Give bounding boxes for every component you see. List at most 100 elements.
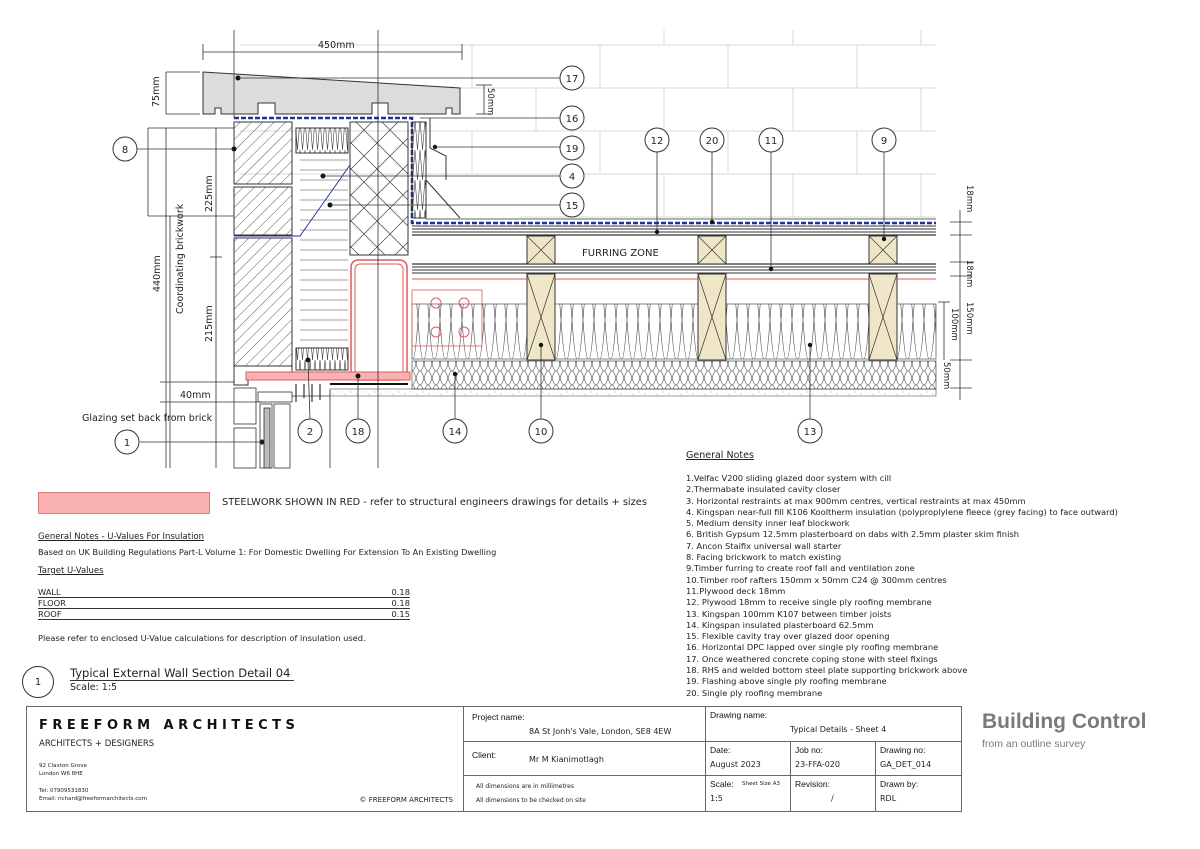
uvalues-title: General Notes - U-Values For Insulation	[38, 532, 205, 542]
dimension-lines	[147, 30, 972, 468]
callout-12: 12	[644, 127, 670, 153]
svg-text:9: 9	[881, 136, 887, 147]
steel-rhs	[245, 259, 483, 381]
svg-text:20: 20	[706, 136, 719, 147]
roof-layers	[412, 218, 936, 280]
callout-8: 8	[112, 136, 138, 162]
uvalues-basis: Based on UK Building Regulations Part-L …	[38, 547, 497, 557]
callout-bubbles: 17 16 19 4 15 8 12 20 11 9 1 2 18 14 10 …	[112, 65, 897, 455]
svg-text:18: 18	[352, 427, 365, 438]
svg-text:19: 19	[566, 144, 579, 155]
svg-text:14: 14	[449, 427, 462, 438]
note-item: 19. Flashing above single ply roofing me…	[686, 676, 887, 687]
note-item: 6. British Gypsum 12.5mm plasterboard on…	[686, 529, 1019, 540]
svg-text:2: 2	[307, 427, 313, 438]
callout-10: 10	[528, 418, 554, 444]
callout-17: 17	[559, 65, 585, 91]
drawn-by-cell: Drawn by: RDL	[880, 779, 919, 803]
svg-text:40mm: 40mm	[180, 390, 211, 401]
svg-text:Glazing set back from brick: Glazing set back from brick	[82, 413, 213, 424]
wall-section-drawing: FURRING ZONE	[82, 30, 974, 469]
svg-text:15: 15	[566, 201, 579, 212]
svg-text:450mm: 450mm	[318, 40, 355, 51]
note-item: 8. Facing brickwork to match existing	[686, 552, 842, 563]
glazing-frame	[233, 387, 331, 469]
general-notes-title: General Notes	[686, 450, 754, 461]
dimensions-note-cell: All dimensions are in millimetres All di…	[463, 776, 706, 811]
note-item: 5. Medium density inner leaf blockwork	[686, 518, 850, 529]
svg-text:13: 13	[804, 427, 817, 438]
svg-text:150mm: 150mm	[964, 302, 974, 335]
drawing-name-cell: Drawing name: Typical Details - Sheet 4	[706, 707, 961, 742]
firm-address: 92 Claxton Grove London W6 8HE	[39, 763, 87, 777]
svg-text:11: 11	[765, 136, 778, 147]
revision-cell: Revision: /	[791, 776, 876, 811]
date-cell: Date: August 2023	[706, 742, 791, 776]
note-item: 2.Thermabate insulated cavity closer	[686, 484, 841, 495]
flashing	[429, 118, 447, 180]
svg-text:4: 4	[569, 172, 575, 183]
note-item: 11.Plywood deck 18mm	[686, 585, 786, 596]
plaster-skim	[329, 388, 937, 397]
svg-text:12: 12	[651, 136, 664, 147]
inner-blockwork	[349, 121, 427, 256]
cavity-tray	[425, 179, 461, 219]
firm-name: FREEFORM ARCHITECTS	[39, 718, 300, 733]
detail-title: Typical External Wall Section Detail 04	[70, 666, 295, 681]
svg-text:10: 10	[535, 427, 548, 438]
svg-text:215mm: 215mm	[204, 305, 215, 342]
callout-11: 11	[758, 127, 784, 153]
svg-text:17: 17	[566, 74, 579, 85]
title-block: FREEFORM ARCHITECTS ARCHITECTS + DESIGNE…	[26, 706, 962, 812]
callout-16: 16	[559, 105, 585, 131]
note-item: 10.Timber roof rafters 150mm x 50mm C24 …	[686, 574, 947, 585]
callout-14: 14	[442, 418, 468, 444]
svg-text:50mm: 50mm	[941, 362, 951, 389]
svg-text:100mm: 100mm	[949, 308, 959, 341]
note-item: 14. Kingspan insulated plasterboard 62.5…	[686, 619, 874, 630]
note-item: 12. Plywood 18mm to receive single ply r…	[686, 597, 932, 608]
callout-20: 20	[699, 127, 725, 153]
svg-text:1: 1	[124, 438, 130, 449]
scale-cell: Scale: Sheet Size A3 1:5	[706, 776, 791, 811]
callout-leaders	[137, 77, 885, 443]
general-notes-list: 1.Velfac V200 sliding glazed door system…	[686, 473, 1118, 699]
timber-rafters	[526, 273, 898, 361]
svg-text:18mm: 18mm	[964, 185, 974, 212]
note-item: 20. Single ply roofing membrane	[686, 687, 823, 698]
job-no-cell: Job no: 23-FFA-020	[791, 742, 876, 776]
k107-insulation	[411, 303, 937, 360]
uvalue-row-floor: FLOOR 0.18	[38, 598, 410, 609]
dimension-labels: 450mm 75mm 50mm 225mm 215mm 440mm Coordi…	[82, 40, 974, 424]
callout-9: 9	[871, 127, 897, 153]
steelwork-legend-text: STEELWORK SHOWN IN RED - refer to struct…	[222, 497, 647, 508]
copyright: © FREEFORM ARCHITECTS	[359, 796, 453, 804]
callout-4: 4	[559, 163, 585, 189]
facing-brickwork	[231, 121, 293, 386]
note-item: 16. Horizontal DPC lapped over single pl…	[686, 642, 939, 653]
building-control-subtitle: from an outline survey	[982, 738, 1086, 750]
client-cell: Client: Mr M Kianimotlagh	[463, 742, 706, 776]
firm-subtitle: ARCHITECTS + DESIGNERS	[39, 739, 155, 749]
svg-text:440mm: 440mm	[152, 255, 163, 292]
firm-contact: Tel: 07909531830 Email: richard@freeform…	[39, 788, 147, 802]
firm-panel: FREEFORM ARCHITECTS ARCHITECTS + DESIGNE…	[27, 707, 464, 811]
target-uvalues-title: Target U-Values	[38, 566, 104, 576]
note-item: 7. Ancon Staifix universal wall starter	[686, 540, 842, 551]
callout-2: 2	[297, 418, 323, 444]
note-item: 9.Timber furring to create roof fall and…	[686, 563, 915, 574]
svg-text:75mm: 75mm	[151, 76, 162, 107]
steelwork-legend-swatch	[38, 492, 210, 514]
note-item: 17. Once weathered concrete coping stone…	[686, 653, 938, 664]
building-control-title: Building Control	[982, 710, 1147, 733]
detail-scale: Scale: 1:5	[70, 682, 118, 693]
timber-furring: FURRING ZONE	[526, 235, 898, 265]
uvalue-row-roof: ROOF 0.15	[38, 609, 410, 620]
uvalues-note: Please refer to enclosed U-Value calcula…	[38, 633, 366, 643]
note-item: 15. Flexible cavity tray over glazed doo…	[686, 631, 890, 642]
callout-19: 19	[559, 135, 585, 161]
uvalue-row-wall: WALL 0.18	[38, 587, 410, 598]
svg-text:18mm: 18mm	[964, 260, 974, 287]
drawing-no-cell: Drawing no: GA_DET_014	[876, 742, 961, 776]
callout-15: 15	[559, 192, 585, 218]
